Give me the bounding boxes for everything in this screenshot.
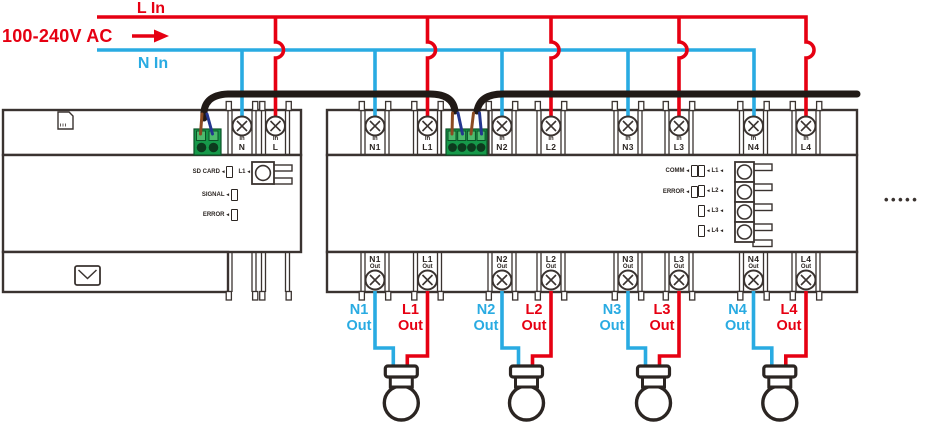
lamp-loads [382, 364, 799, 422]
error-led [691, 186, 698, 198]
channel-row-l1: ◂ L1 ◂ [698, 165, 738, 177]
arrow-icon: ◂ [720, 187, 724, 194]
gateway-error-row: ERROR ◂ [120, 209, 238, 221]
arrow-icon: ◂ [226, 191, 229, 198]
channel-l3-led [698, 205, 705, 217]
gateway-power-terminal [193, 128, 222, 156]
arrow-icon: ◂ [720, 207, 724, 214]
channel-row-l3: ◂ L3 ◂ [698, 205, 738, 217]
arrow-icon: ◂ [720, 227, 724, 234]
gateway-signal-row: SIGNAL ◂ [120, 189, 238, 201]
gateway-program-button[interactable] [251, 161, 293, 185]
bus-cables [200, 90, 861, 122]
arrow-icon: ◂ [226, 211, 229, 218]
arrow-icon: ◂ [707, 187, 710, 194]
arrow-icon: ◂ [686, 188, 689, 195]
controller-comm-row: COMM ◂ [610, 165, 698, 177]
arrow-icon: ◂ [707, 167, 710, 174]
arrow-icon: ◂ [707, 207, 710, 214]
arrow-icon: ◂ [707, 227, 710, 234]
signal-led [231, 189, 238, 201]
channel-l2-led [698, 185, 705, 197]
comm-led [691, 165, 698, 177]
channel-l2-label: L2 [711, 188, 719, 194]
controller-error-row: ERROR ◂ [610, 186, 698, 198]
ethernet-port-icon [74, 265, 101, 286]
cable-pigtail-wires [199, 111, 483, 136]
signal-label: SIGNAL [201, 192, 225, 198]
error-led [231, 209, 238, 221]
channel-l4-led [698, 225, 705, 237]
sd-card-icon [57, 111, 74, 130]
arrow-icon: ◂ [221, 168, 225, 175]
output-wires [373, 291, 808, 368]
more-devices-dots: ••••• [884, 192, 920, 207]
error-label: ERROR [662, 189, 685, 195]
neutral-in-label: N In [137, 55, 169, 72]
channel-l1-led [698, 165, 705, 177]
channel-l3-label: L3 [711, 208, 719, 214]
controller-channel-buttons[interactable] [734, 161, 773, 248]
error-label: ERROR [202, 212, 225, 218]
arrow-icon: ◂ [720, 167, 724, 174]
gateway-channel-label: L1 [238, 169, 246, 175]
voltage-arrow-icon [132, 29, 169, 43]
neutral-bus [97, 48, 756, 116]
voltage-label: 100-240V AC [2, 26, 113, 46]
comm-label: COMM [665, 168, 685, 174]
channel-row-l2: ◂ L2 ◂ [698, 185, 738, 197]
controller-device-body [325, 108, 859, 294]
sdcard-label: SD CARD [192, 169, 220, 175]
channel-row-l4: ◂ L4 ◂ [698, 225, 738, 237]
line-bus [97, 15, 816, 116]
arrow-icon: ◂ [247, 168, 250, 175]
line-in-label: L In [136, 0, 166, 17]
arrow-icon: ◂ [686, 167, 689, 174]
gateway-sdcard-row: SD CARD ◂ L1 ◂ [128, 166, 250, 178]
channel-l1-label: L1 [711, 168, 719, 174]
sdcard-led [226, 166, 234, 178]
channel-l4-label: L4 [711, 228, 719, 234]
